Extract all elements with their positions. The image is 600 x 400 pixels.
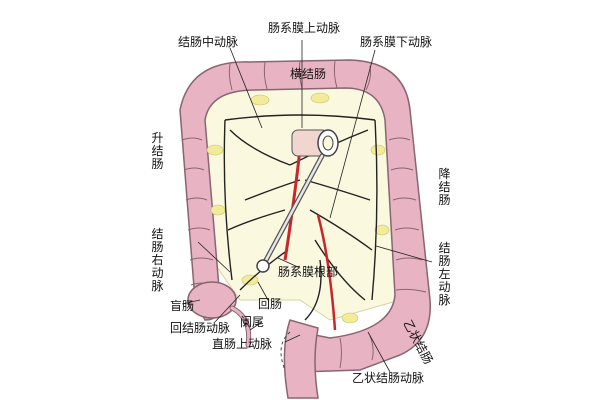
haustra (181, 60, 427, 369)
inferior-mesenteric-artery-line (316, 214, 337, 331)
aorta-stub (291, 129, 339, 157)
label-descending-colon: 降结肠 (438, 167, 451, 207)
label-sigmoid-artery: 乙状结肠动脉 (352, 371, 425, 385)
label-middle-colic-artery: 结肠中动脉 (178, 35, 239, 49)
sigmoid-dashed (280, 331, 291, 371)
label-right-colic-artery: 结肠右动脉 (151, 227, 164, 293)
label-left-colic-artery: 结肠左动脉 (438, 241, 451, 307)
label-appendix: 阑尾 (240, 315, 265, 329)
label-inferior-mesenteric-artery: 肠系膜下动脉 (360, 35, 433, 49)
label-ascending-colon: 升结肠 (151, 131, 164, 171)
fat-deposits (206, 92, 390, 324)
label-transverse-colon: 横结肠 (290, 67, 327, 81)
cecum (187, 281, 237, 319)
label-superior-rectal-artery: 直肠上动脉 (212, 337, 273, 351)
label-mesentery-root: 肠系膜根部 (278, 265, 339, 279)
label-cecum: 盲肠 (170, 299, 195, 313)
mesentery (204, 80, 414, 321)
leader-lines (181, 40, 433, 373)
retractor-ring (256, 259, 270, 273)
colon-frame (179, 59, 431, 373)
label-ileum: 回肠 (258, 297, 283, 311)
label-ileocolic-artery: 回结肠动脉 (170, 321, 231, 335)
label-superior-mesenteric-artery: 肠系膜上动脉 (268, 21, 341, 35)
rectum (283, 319, 319, 399)
